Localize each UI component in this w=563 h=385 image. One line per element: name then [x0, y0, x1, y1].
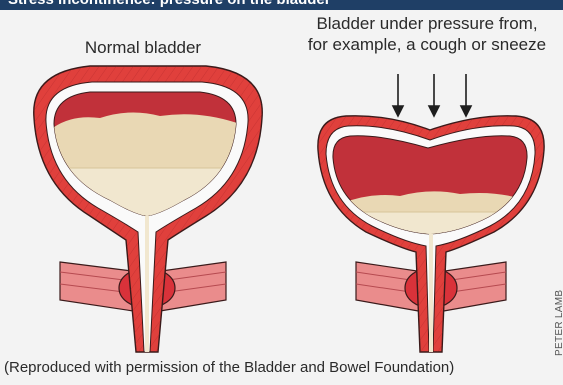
artist-credit: PETER LAMB	[554, 290, 563, 356]
pressure-bladder	[318, 74, 544, 352]
pressure-arrows	[393, 74, 471, 116]
credit-note: (Reproduced with permission of the Bladd…	[4, 359, 454, 376]
urethra-right	[429, 234, 433, 352]
urethra-left	[145, 216, 149, 352]
normal-bladder	[34, 66, 263, 352]
